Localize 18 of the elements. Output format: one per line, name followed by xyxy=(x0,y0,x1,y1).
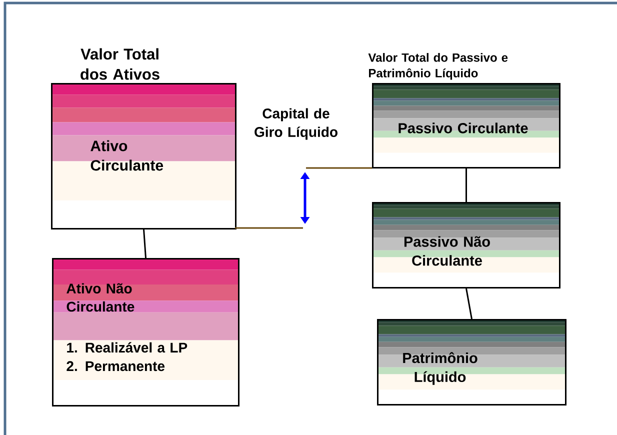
connector-line xyxy=(466,168,467,202)
box-label: Passivo Circulante xyxy=(398,122,528,134)
dimension-label: Capital de Giro Líquido xyxy=(254,108,338,140)
box-label: 2. Permanente xyxy=(66,361,165,372)
balance-box xyxy=(52,258,240,406)
connector-line xyxy=(143,229,146,258)
connector-line xyxy=(466,288,472,320)
box-label: Passivo Não Circulante xyxy=(404,236,490,266)
box-label: Ativo Circulante xyxy=(90,140,164,171)
box-label: Ativo Não Circulante xyxy=(66,283,134,312)
box-label: 1. Realizável a LP xyxy=(67,342,188,353)
balance-box xyxy=(368,53,560,168)
balance-box xyxy=(372,202,560,288)
box-label: Patrimônio Líquido xyxy=(403,352,478,385)
heading-label: Valor Total do Passivo e Patrimônio Líquido xyxy=(368,53,508,80)
heading-label: Valor Total dos Ativos xyxy=(80,48,160,80)
balance-box xyxy=(377,319,566,406)
balance-box xyxy=(51,48,236,230)
